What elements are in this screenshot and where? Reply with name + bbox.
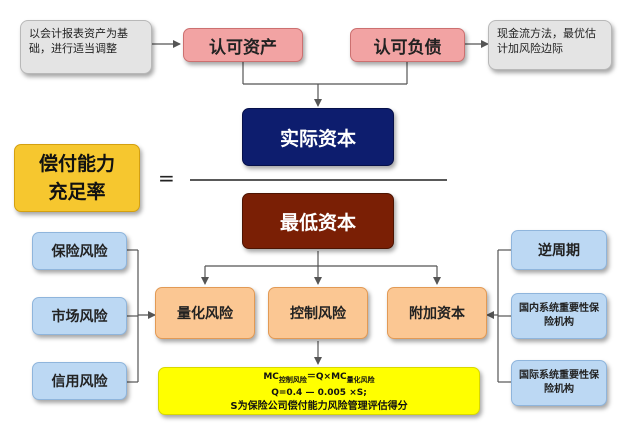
recognized-liabilities-box: 认可负债 bbox=[350, 28, 465, 62]
equals-sign: = bbox=[158, 166, 175, 190]
solvency-ratio-line2: 充足率 bbox=[48, 181, 106, 203]
countercyclical-box: 逆周期 bbox=[511, 230, 607, 270]
insurance-risk-box: 保险风险 bbox=[32, 232, 127, 270]
actual-capital-box: 实际资本 bbox=[242, 108, 394, 166]
market-risk-box: 市场风险 bbox=[32, 297, 127, 335]
right-note: 现金流方法，最优估计加风险边际 bbox=[488, 20, 612, 70]
left-note: 以会计报表资产为基础，进行适当调整 bbox=[20, 20, 152, 74]
minimum-capital-box: 最低资本 bbox=[242, 193, 394, 249]
formula-line1: MC控制风险＝Q×MC量化风险 bbox=[263, 372, 375, 384]
additional-capital-box: 附加资本 bbox=[387, 287, 487, 339]
global-systemic-insurer-box: 国际系统重要性保险机构 bbox=[511, 360, 607, 406]
formula-line3: S为保险公司偿付能力风险管理评估得分 bbox=[230, 400, 408, 412]
credit-risk-box: 信用风险 bbox=[32, 362, 127, 400]
recognized-assets-box: 认可资产 bbox=[183, 28, 303, 62]
quantified-risk-box: 量化风险 bbox=[155, 287, 255, 339]
control-risk-box: 控制风险 bbox=[268, 287, 368, 339]
domestic-systemic-insurer-box: 国内系统重要性保险机构 bbox=[511, 293, 607, 339]
formula-box: MC控制风险＝Q×MC量化风险 Q=0.4 — 0.005 ×S; S为保险公司… bbox=[158, 367, 480, 415]
solvency-ratio-box: 偿付能力 充足率 bbox=[14, 144, 140, 212]
formula-line2: Q=0.4 — 0.005 ×S; bbox=[271, 387, 367, 398]
solvency-ratio-line1: 偿付能力 bbox=[38, 153, 115, 175]
